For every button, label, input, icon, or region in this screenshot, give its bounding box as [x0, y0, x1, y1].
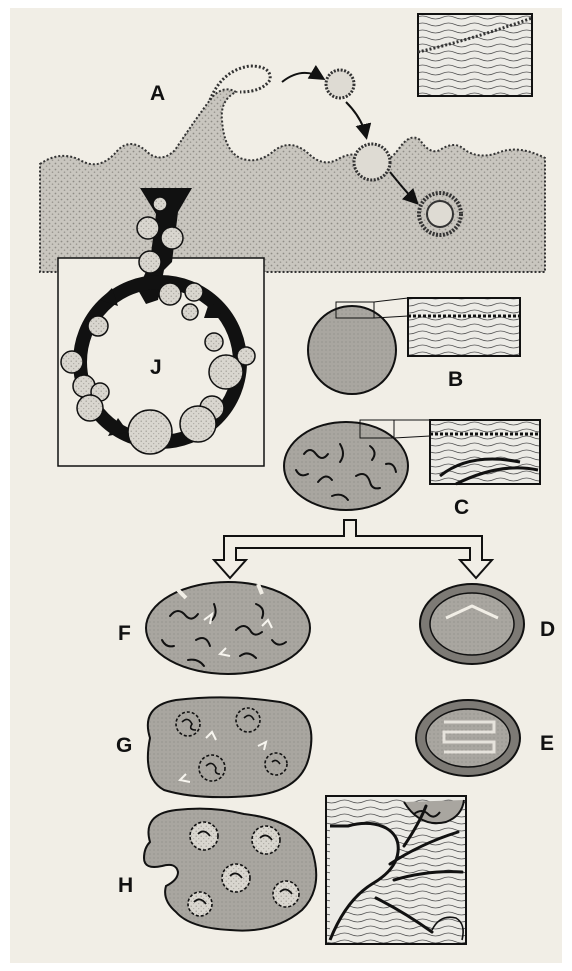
label-g: G — [116, 734, 132, 757]
vesicle-budding — [354, 144, 390, 180]
funnel-vesicle — [161, 227, 183, 249]
ring-vesicle — [88, 316, 108, 336]
vesicle-small — [326, 70, 354, 98]
ring-vesicle — [237, 347, 255, 365]
ring-vesicle — [182, 304, 198, 320]
label-f: F — [118, 622, 131, 645]
cell-e-inner — [426, 709, 510, 767]
ring-vesicle — [185, 283, 203, 301]
label-h: H — [118, 874, 133, 897]
label-a: A — [150, 82, 165, 105]
ring-vesicle — [77, 395, 103, 421]
funnel-vesicle — [139, 251, 161, 273]
ring-vesicle — [205, 333, 223, 351]
membrane-inset-a — [418, 14, 532, 96]
ring-vesicle — [61, 351, 83, 373]
membrane-inset-b — [408, 298, 520, 356]
cell-d-inner — [430, 593, 514, 655]
label-e: E — [540, 732, 554, 755]
membrane-inset-c — [430, 420, 540, 484]
ring-vesicle — [180, 406, 216, 442]
cell-g — [148, 697, 312, 797]
vesicle-double-layer-inner — [427, 201, 453, 227]
label-j: J — [150, 356, 162, 379]
funnel-vesicle — [137, 217, 159, 239]
ring-vesicle — [159, 283, 181, 305]
label-d: D — [540, 618, 555, 641]
funnel-vesicle — [153, 197, 167, 211]
cell-b — [308, 306, 396, 394]
cell-f — [146, 582, 310, 674]
label-c: C — [454, 496, 469, 519]
ring-vesicle — [128, 410, 172, 454]
label-b: B — [448, 368, 463, 391]
